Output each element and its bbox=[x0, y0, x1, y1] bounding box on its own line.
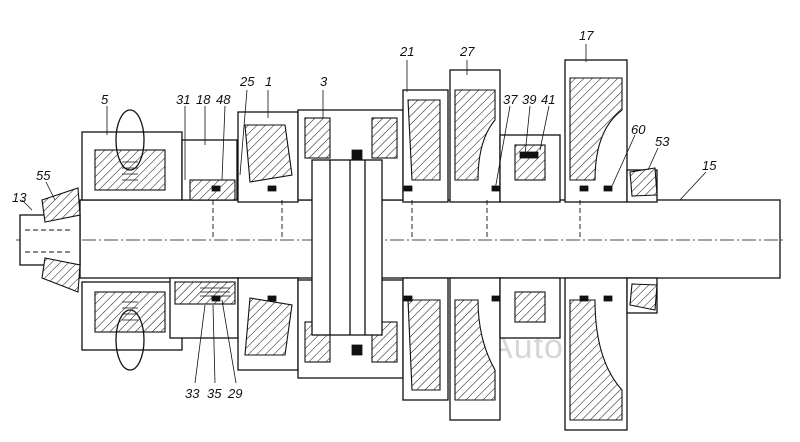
label-18: 18 bbox=[196, 92, 211, 107]
label-3: 3 bbox=[320, 74, 328, 89]
label-53: 53 bbox=[655, 134, 670, 149]
label-37: 37 bbox=[503, 92, 518, 107]
label-27: 27 bbox=[459, 44, 475, 59]
label-15: 15 bbox=[702, 158, 717, 173]
assembly-body bbox=[16, 59, 785, 431]
label-33: 33 bbox=[185, 386, 200, 401]
label-25: 25 bbox=[239, 74, 255, 89]
label-41: 41 bbox=[541, 92, 555, 107]
label-48: 48 bbox=[216, 92, 231, 107]
shaft-spline-marks bbox=[211, 185, 613, 302]
label-13: 13 bbox=[12, 190, 27, 205]
label-55: 55 bbox=[36, 168, 51, 183]
leader-lines bbox=[21, 44, 707, 384]
synchronizer-hub bbox=[311, 159, 383, 336]
label-5: 5 bbox=[101, 92, 109, 107]
label-60: 60 bbox=[631, 122, 646, 137]
label-29: 29 bbox=[227, 386, 242, 401]
main-shaft bbox=[79, 199, 781, 279]
shaft-nose bbox=[19, 214, 81, 266]
label-21: 21 bbox=[399, 44, 414, 59]
label-31: 31 bbox=[176, 92, 190, 107]
label-1: 1 bbox=[265, 74, 272, 89]
part-labels: 13 55 5 31 18 48 25 1 3 21 27 17 37 39 4… bbox=[12, 28, 717, 401]
bearing-55-lower bbox=[41, 257, 81, 293]
label-35: 35 bbox=[207, 386, 222, 401]
bearing-55-upper bbox=[41, 187, 81, 223]
label-17: 17 bbox=[579, 28, 594, 43]
label-39: 39 bbox=[522, 92, 536, 107]
